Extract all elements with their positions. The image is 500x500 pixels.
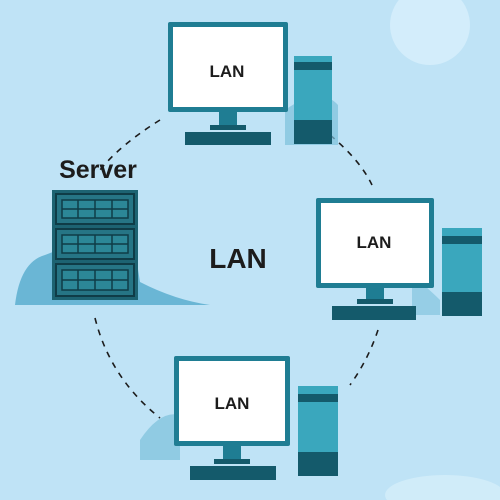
bg-decor-circle bbox=[390, 0, 470, 65]
monitor-base bbox=[357, 299, 393, 304]
monitor-stand bbox=[366, 288, 384, 302]
server-unit bbox=[55, 193, 135, 225]
pc-tower-base bbox=[442, 292, 482, 316]
pc-tower-base bbox=[298, 452, 338, 476]
keyboard bbox=[190, 466, 276, 480]
shadow bbox=[140, 414, 180, 460]
pc-tower-band bbox=[298, 394, 338, 402]
pc-tower-base bbox=[294, 120, 332, 144]
screen-label-right: LAN bbox=[356, 233, 392, 252]
connection-line bbox=[329, 134, 373, 186]
monitor-stand bbox=[219, 112, 237, 128]
monitor-screen bbox=[173, 27, 283, 107]
connection-line bbox=[99, 119, 161, 171]
screen-label-top: LAN bbox=[209, 62, 245, 81]
screen-label-bottom: LAN bbox=[214, 394, 250, 413]
workstation-bottom bbox=[174, 356, 338, 480]
connection-line bbox=[349, 329, 379, 386]
pc-tower-band bbox=[294, 62, 332, 70]
pc-tower-band bbox=[442, 236, 482, 244]
server-label: Server bbox=[59, 156, 137, 184]
workstation-top bbox=[168, 22, 332, 145]
server-unit bbox=[55, 263, 135, 297]
workstation-right bbox=[316, 198, 482, 320]
keyboard bbox=[332, 306, 416, 320]
monitor-screen bbox=[321, 203, 429, 283]
monitor-base bbox=[210, 125, 246, 130]
connection-line bbox=[94, 317, 161, 419]
server-rack bbox=[52, 190, 138, 300]
monitor-screen bbox=[179, 361, 285, 441]
monitor-stand bbox=[223, 446, 241, 462]
server-unit bbox=[55, 228, 135, 260]
keyboard bbox=[185, 132, 271, 145]
network-center-label: LAN bbox=[209, 243, 267, 274]
monitor-base bbox=[214, 459, 250, 464]
bg-decor-circle bbox=[385, 475, 500, 500]
